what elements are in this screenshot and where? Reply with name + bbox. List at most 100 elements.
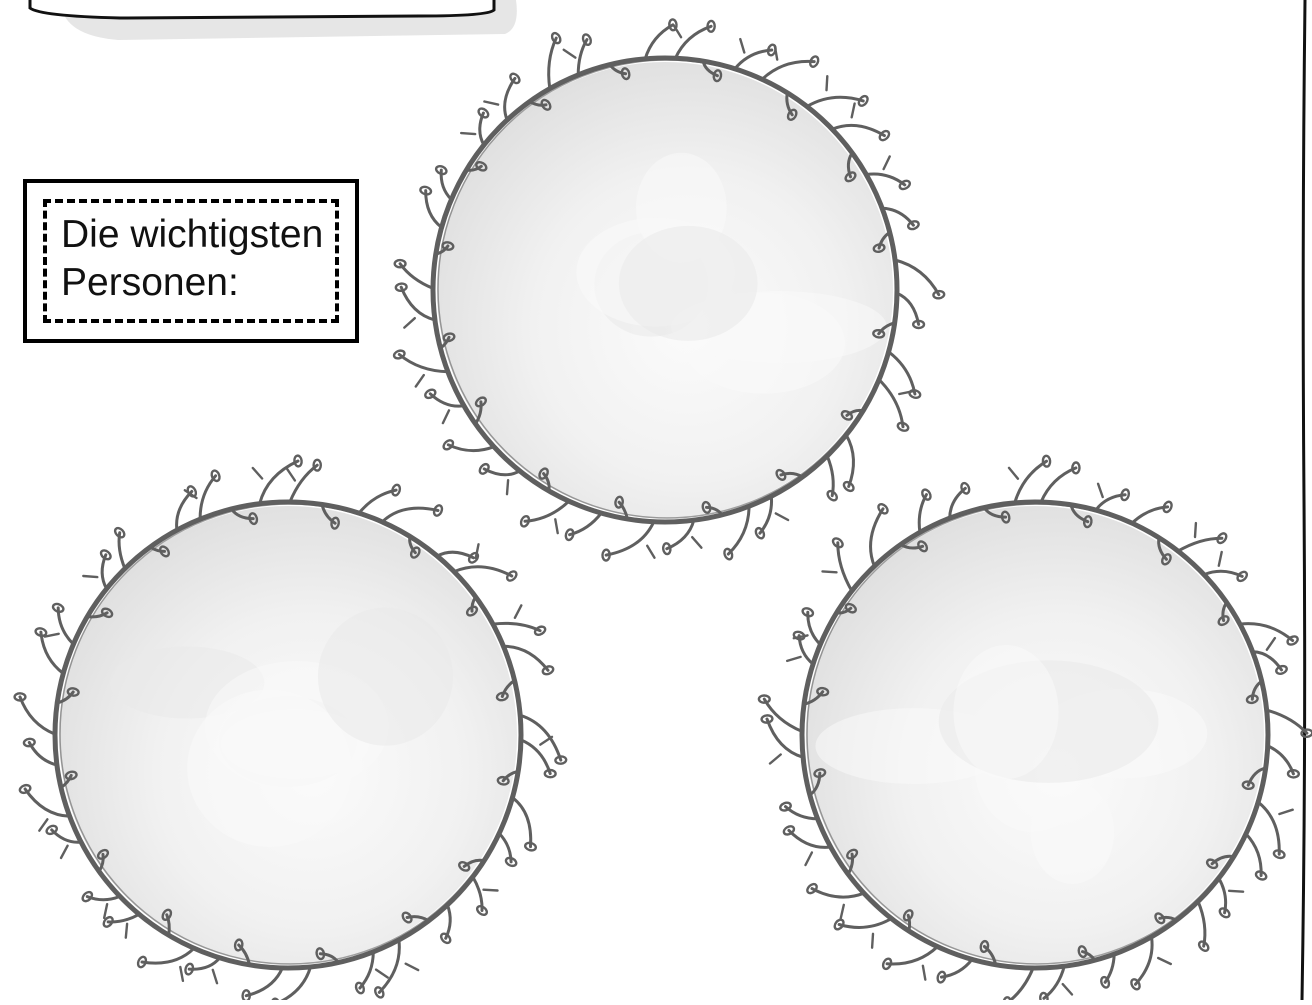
wreath-sprig bbox=[401, 287, 435, 320]
wreath-leaf bbox=[776, 513, 788, 520]
wreath-leaf bbox=[1195, 523, 1196, 537]
wreath-sprig bbox=[1198, 901, 1205, 946]
wreath-leaf bbox=[404, 318, 415, 327]
wreath-leaf bbox=[899, 391, 913, 394]
wreath-leaf bbox=[213, 970, 217, 983]
wreath-sprig bbox=[839, 919, 891, 928]
wreath-sprig bbox=[838, 543, 852, 591]
wreath-leaf bbox=[1158, 958, 1171, 964]
wreath-leaf bbox=[923, 966, 925, 980]
wreath-leaf bbox=[770, 755, 781, 764]
wreath-sprig bbox=[41, 632, 63, 673]
wreath-wash bbox=[1031, 782, 1114, 884]
wreath-leaf bbox=[1267, 638, 1275, 650]
wreath-sprig bbox=[1246, 834, 1261, 876]
wreath-sprig bbox=[889, 352, 915, 394]
wreath-sprig bbox=[645, 25, 673, 59]
wreath-leaf bbox=[180, 967, 183, 981]
wreath-sprig bbox=[606, 522, 654, 555]
wreath-sprig bbox=[58, 608, 73, 644]
wreath-sprig bbox=[879, 380, 903, 427]
wreath-leaf bbox=[507, 480, 508, 494]
wreath-sprig bbox=[667, 520, 694, 549]
wreath-leaf bbox=[852, 104, 855, 118]
wreath-leaf bbox=[287, 469, 295, 481]
wreath-leaf bbox=[823, 571, 837, 572]
label-frame: Die wichtigsten Personen: bbox=[23, 179, 359, 343]
wreath-sprig bbox=[767, 719, 803, 757]
wreath-sprig bbox=[142, 948, 194, 963]
wreath-leaf bbox=[806, 853, 812, 866]
wreath-leaf bbox=[484, 890, 498, 891]
wreath-sprig bbox=[512, 798, 530, 847]
paper-note-icon bbox=[30, 0, 517, 40]
wreath-sprig bbox=[908, 915, 909, 931]
label-line-2: Personen: bbox=[61, 259, 323, 307]
wreath-leaf bbox=[787, 657, 800, 661]
wreath-sprig bbox=[1178, 538, 1222, 551]
wreath-wash bbox=[953, 645, 1058, 779]
wreath-leaf bbox=[484, 102, 498, 105]
wreath-sprig bbox=[484, 469, 520, 475]
wreath-leaf bbox=[872, 934, 873, 948]
wreath-sprig bbox=[448, 445, 494, 451]
wreath-leaf bbox=[104, 904, 107, 918]
wreath-sprig bbox=[454, 567, 512, 576]
wreath-wash bbox=[619, 226, 758, 341]
wreath-leaf bbox=[740, 39, 744, 52]
wreath-sprig bbox=[493, 623, 540, 630]
wreath-leaf bbox=[376, 970, 388, 978]
wreath-leaf bbox=[83, 576, 97, 577]
wreath-leaf bbox=[775, 46, 777, 60]
label-text: Die wichtigsten Personen: bbox=[61, 211, 323, 307]
wreath-sprig bbox=[246, 968, 282, 996]
wreath-sprig bbox=[895, 260, 939, 295]
wreath-sprig bbox=[1015, 461, 1047, 503]
wreath-leaf bbox=[61, 846, 68, 858]
wreath-leaf bbox=[827, 76, 828, 90]
wreath-leaf bbox=[416, 375, 424, 386]
wreath-leaf bbox=[647, 546, 654, 558]
wreath-leaf bbox=[1219, 552, 1222, 566]
wreath-leaf bbox=[555, 519, 557, 533]
wreath-sprig bbox=[1258, 802, 1279, 854]
wreath-sprig bbox=[812, 889, 864, 898]
wreath-sprig bbox=[897, 293, 919, 324]
wreath-sprig bbox=[1007, 968, 1033, 1000]
wreath-wash bbox=[318, 607, 453, 745]
wreath-leaf bbox=[1063, 984, 1072, 994]
wreath-leaf bbox=[406, 964, 419, 970]
wreath-leaf bbox=[564, 50, 576, 58]
wreath-leaf bbox=[443, 410, 449, 423]
wreath-frame-icon bbox=[15, 455, 567, 1000]
wreath-sprig bbox=[1132, 507, 1168, 523]
wreath-sprig bbox=[1041, 468, 1076, 502]
wreath-sprig bbox=[846, 435, 853, 487]
wreath-sprig bbox=[20, 697, 55, 734]
wreath-sprig bbox=[887, 947, 937, 964]
wreath-sprig bbox=[359, 490, 396, 513]
wreath-leaf bbox=[515, 605, 521, 617]
wreath-frame-icon bbox=[759, 456, 1312, 1000]
wreath-sprig bbox=[1268, 746, 1294, 774]
wreath-sprig bbox=[570, 513, 602, 535]
wreath-sprig bbox=[735, 50, 772, 69]
wreath-leaf bbox=[794, 635, 808, 638]
page-border-right bbox=[1302, 0, 1305, 1000]
wreath-sprig bbox=[1204, 571, 1242, 576]
wreath-sprig bbox=[382, 508, 438, 522]
wreath-leaf bbox=[1009, 468, 1018, 479]
wreath-sprig bbox=[525, 501, 569, 521]
wreath-leaf bbox=[1279, 810, 1292, 814]
wreath-sprig bbox=[437, 552, 473, 558]
wreath-leaf bbox=[461, 133, 475, 134]
wreath-leaf bbox=[253, 468, 262, 479]
wreath-frame-icon bbox=[393, 19, 945, 561]
wreath-sprig bbox=[762, 61, 814, 79]
wreath-sprig bbox=[827, 456, 833, 496]
wreath-sprig bbox=[521, 740, 550, 774]
wreath-sprig bbox=[1267, 710, 1307, 733]
wreath-leaf bbox=[126, 924, 127, 938]
